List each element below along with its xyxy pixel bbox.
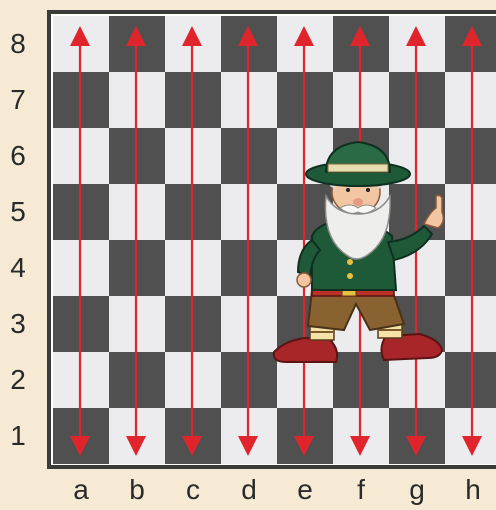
file-label-c: c bbox=[165, 470, 221, 510]
arrow-head-down-a bbox=[70, 436, 90, 456]
gnome-mascot-icon bbox=[274, 142, 444, 362]
arrow-file-a bbox=[70, 26, 90, 456]
arrow-file-d bbox=[238, 26, 258, 456]
arrow-file-c bbox=[182, 26, 202, 456]
arrow-head-up-b bbox=[126, 26, 146, 46]
arrow-head-down-c bbox=[182, 436, 202, 456]
file-label-d: d bbox=[221, 470, 277, 510]
arrow-file-b bbox=[126, 26, 146, 456]
arrow-head-up-a bbox=[70, 26, 90, 46]
arrow-head-up-h bbox=[462, 26, 482, 46]
arrow-head-down-g bbox=[406, 436, 426, 456]
arrow-head-up-e bbox=[294, 26, 314, 46]
file-label-g: g bbox=[389, 470, 445, 510]
file-label-f: f bbox=[333, 470, 389, 510]
file-label-e: e bbox=[277, 470, 333, 510]
board-overlay bbox=[0, 0, 496, 470]
arrow-head-up-d bbox=[238, 26, 258, 46]
arrow-head-down-e bbox=[294, 436, 314, 456]
arrow-head-down-f bbox=[350, 436, 370, 456]
arrow-head-up-f bbox=[350, 26, 370, 46]
gnome-pointing-hand bbox=[424, 195, 443, 228]
file-label-a: a bbox=[53, 470, 109, 510]
gnome-right-arm bbox=[388, 226, 432, 260]
file-label-b: b bbox=[109, 470, 165, 510]
gnome-left-shoe bbox=[274, 338, 337, 362]
arrow-file-h bbox=[462, 26, 482, 456]
arrow-head-down-b bbox=[126, 436, 146, 456]
arrow-head-up-g bbox=[406, 26, 426, 46]
arrow-head-down-d bbox=[238, 436, 258, 456]
arrow-head-down-h bbox=[462, 436, 482, 456]
arrow-head-up-c bbox=[182, 26, 202, 46]
file-label-h: h bbox=[445, 470, 496, 510]
